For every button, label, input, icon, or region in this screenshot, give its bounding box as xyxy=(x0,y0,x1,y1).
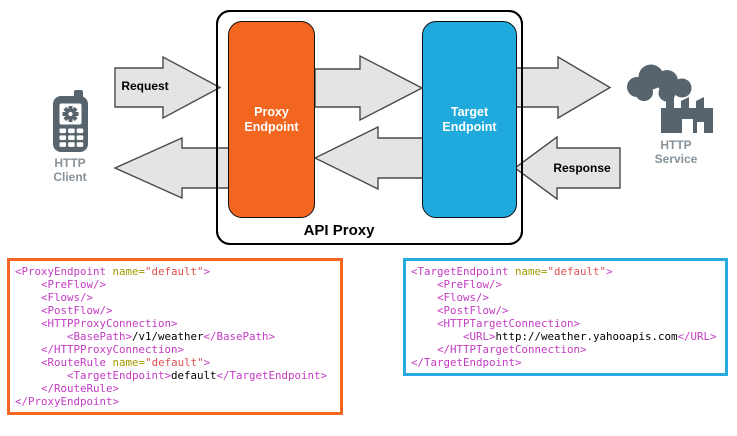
target-to-service-arrow xyxy=(512,55,612,120)
response-arrow xyxy=(513,135,621,201)
code-line: <Flows/> xyxy=(437,291,490,304)
code-line: <Flows/> xyxy=(41,291,94,304)
proxy-endpoint-box: Proxy Endpoint xyxy=(228,21,315,218)
http-service-icon xyxy=(627,64,713,133)
code-line: <PreFlow/> xyxy=(437,278,503,291)
code-line: <HTTPProxyConnection> xyxy=(41,317,178,330)
http-client-icon xyxy=(53,90,88,152)
smoke-cloud-icon xyxy=(627,64,692,102)
code-line: </RouteRule> xyxy=(41,382,120,395)
phone-keypad xyxy=(59,128,84,147)
api-proxy-label: API Proxy xyxy=(303,222,375,239)
request-arrow xyxy=(114,55,222,120)
factory-icon xyxy=(661,97,713,133)
proxy-endpoint-xml-box: <ProxyEndpoint name="default"> <PreFlow/… xyxy=(7,258,343,415)
target-endpoint-label: Target Endpoint xyxy=(442,104,497,134)
response-label: Response xyxy=(553,161,611,175)
code-line: </TargetEndpoint> xyxy=(411,356,522,369)
target-endpoint-box: Target Endpoint xyxy=(422,21,517,218)
code-line: <TargetEndpoint name="default"> xyxy=(411,265,613,278)
request-label: Request xyxy=(121,79,169,93)
proxy-to-client-arrow xyxy=(113,136,230,200)
code-line: <PreFlow/> xyxy=(41,278,107,291)
code-line: <PostFlow/> xyxy=(41,304,113,317)
code-line: <PostFlow/> xyxy=(437,304,509,317)
http-client-label: HTTP Client xyxy=(53,156,87,184)
api-proxy-container-border xyxy=(216,10,523,245)
code-line: <URL>http://weather.yahooapis.com</URL> xyxy=(463,330,717,343)
code-line: </HTTPProxyConnection> xyxy=(41,343,185,356)
code-line: <RouteRule name="default"> xyxy=(41,356,211,369)
target-endpoint-xml-box: <TargetEndpoint name="default"> <PreFlow… xyxy=(403,258,728,376)
code-line: <HTTPTargetConnection> xyxy=(437,317,581,330)
code-line: </ProxyEndpoint> xyxy=(15,395,120,408)
http-service-label: HTTP Service xyxy=(654,138,698,166)
code-line: <BasePath>/v1/weather</BasePath> xyxy=(67,330,276,343)
code-line: </HTTPTargetConnection> xyxy=(437,343,587,356)
code-line: <TargetEndpoint>default</TargetEndpoint> xyxy=(67,369,328,382)
proxy-to-target-arrow xyxy=(314,54,424,122)
gear-icon xyxy=(62,106,79,122)
proxy-endpoint-label: Proxy Endpoint xyxy=(244,104,299,134)
code-line: <ProxyEndpoint name="default"> xyxy=(15,265,211,278)
